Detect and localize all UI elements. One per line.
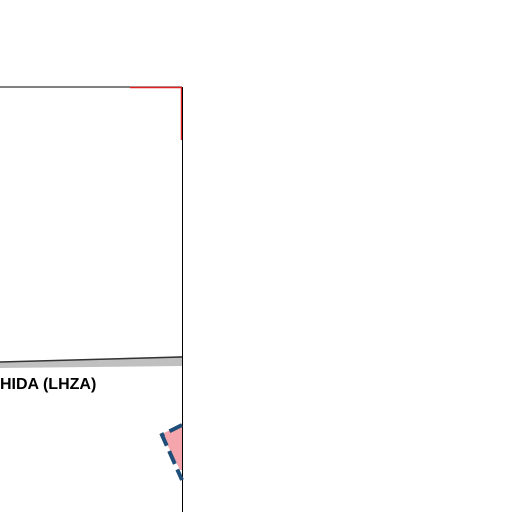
restricted-zone-outline [159, 423, 184, 481]
restricted-zone [162, 424, 182, 470]
region-label: HIDA (LHZA) [0, 376, 97, 393]
road-edge [0, 356, 183, 363]
